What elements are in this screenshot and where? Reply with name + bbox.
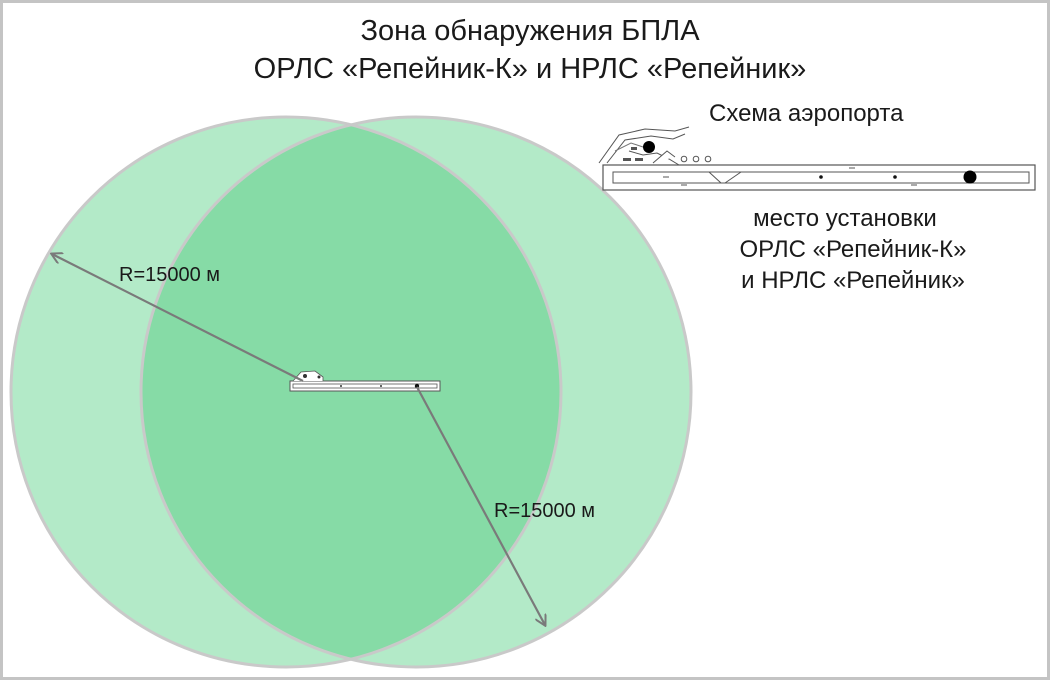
- zone-outline-right: [139, 115, 693, 669]
- airport-scheme-label: Схема аэропорта: [709, 100, 904, 127]
- install-location-line2: ОРЛС «Репейник-К»: [739, 236, 967, 263]
- detection-zone-diagram: [9, 115, 1036, 669]
- radius-label-right: R=15000 м: [494, 500, 596, 522]
- radius-arrow-left: [52, 254, 304, 382]
- radar-installation-legend-marker: [963, 170, 977, 184]
- install-location-line1: место установки: [753, 205, 937, 232]
- airport-scheme-small: [289, 370, 441, 392]
- radius-label-left: R=15000 м: [119, 264, 221, 286]
- diagram-title-line2: ОРЛС «Репейник-К» и НРЛС «Репейник»: [253, 53, 807, 85]
- airport-scheme-large: [598, 126, 1036, 191]
- radius-arrow-right: [416, 386, 545, 625]
- diagram-title-line1: Зона обнаружения БПЛА: [360, 15, 700, 47]
- zone-outline-left: [9, 115, 563, 669]
- install-location-line3: и НРЛС «Репейник»: [741, 267, 965, 294]
